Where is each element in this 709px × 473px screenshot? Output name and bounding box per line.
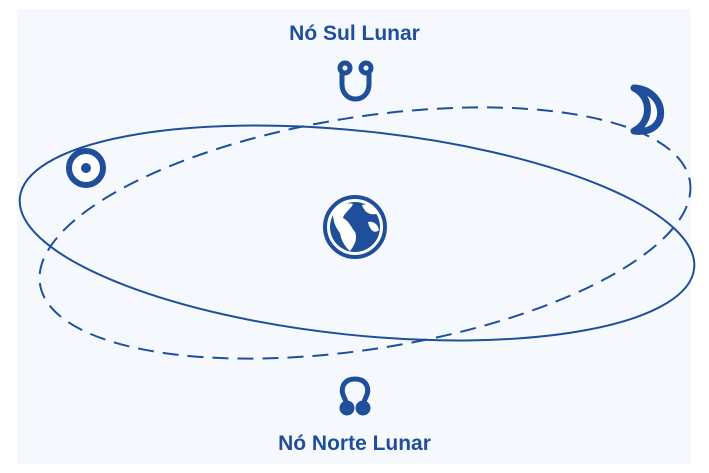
earth-globe-icon: [325, 197, 385, 257]
sun-icon: [69, 151, 103, 185]
north-node-label: Nó Norte Lunar: [0, 432, 709, 456]
south-node-icon: [340, 63, 371, 99]
south-node-label: Nó Sul Lunar: [0, 22, 709, 46]
crescent-moon-icon: [634, 88, 661, 131]
north-node-icon: [342, 379, 368, 413]
